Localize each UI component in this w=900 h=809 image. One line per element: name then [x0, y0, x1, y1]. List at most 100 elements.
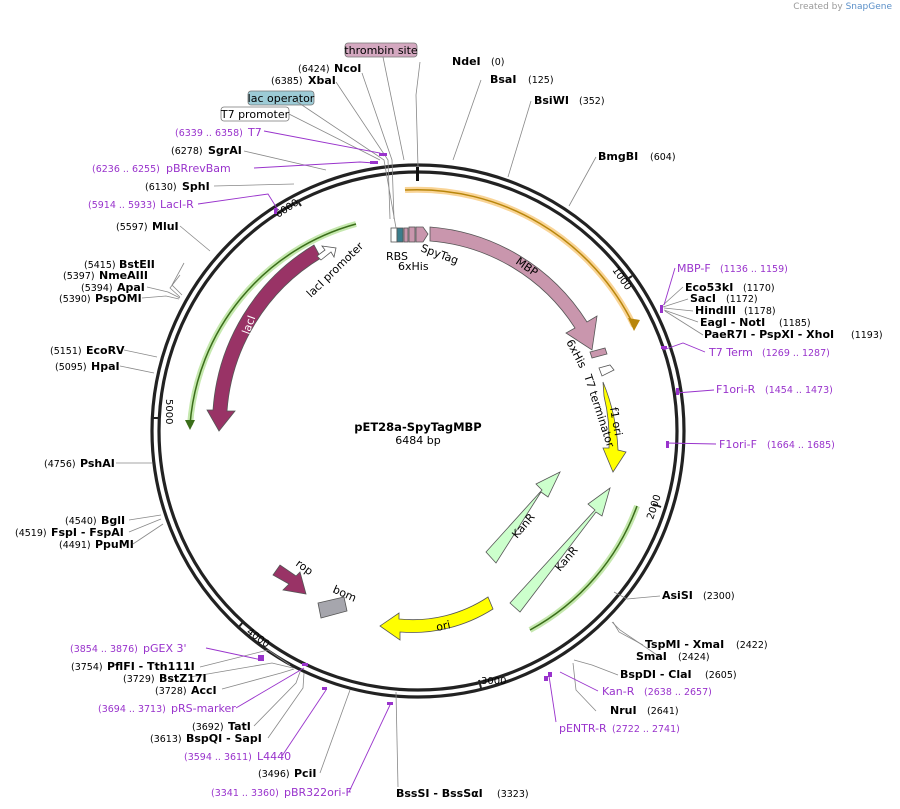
feature-label-6xhis: 6xHis: [398, 260, 429, 273]
t7-promoter-label: T7 promoter: [220, 108, 290, 121]
enzyme-name: ApaI: [117, 281, 145, 294]
primer-name: L4440: [257, 750, 291, 763]
enzyme-name: PshAI: [80, 457, 115, 470]
primer-labels-left: (6339 .. 6358) T7 (6236 .. 6255) pBRrevB…: [70, 126, 352, 799]
lac-operator-label: lac operator: [248, 92, 315, 105]
enzyme-name: NruI: [610, 704, 637, 717]
enzyme-name: EagI - NotI: [700, 316, 765, 329]
enzyme-pos: (4491): [59, 540, 91, 551]
enzyme-pos: (3613): [150, 734, 182, 745]
primer-name: MBP-F: [677, 262, 711, 275]
tick-label-4000: 4000: [244, 627, 271, 651]
primer-name: Kan-R: [602, 685, 635, 698]
enzyme-name: SgrAI: [208, 144, 242, 157]
enzyme-pos: (3729): [123, 674, 155, 685]
enzyme-leader-lines: [116, 56, 704, 788]
enzyme-name: PflFI - Tth111I: [107, 660, 195, 673]
enzyme-pos: (6130): [145, 182, 177, 193]
orf-arc-mbp-line: [404, 188, 635, 327]
primer-name: F1ori-R: [716, 383, 756, 396]
feature-laci-arrow: [206, 244, 322, 432]
primer-name: F1ori-F: [719, 438, 757, 451]
enzyme-name: HindIII: [695, 304, 736, 317]
feature-rbs-box: [390, 227, 398, 243]
enzyme-pos: (4519): [15, 528, 47, 539]
enzyme-name: BsiWI: [534, 94, 569, 107]
enzyme-name: NdeI: [452, 55, 481, 68]
enzyme-pos: (5095): [55, 362, 87, 373]
feature-bom-box: [317, 596, 348, 619]
primer-range: (3694 .. 3713): [98, 704, 166, 715]
enzyme-pos: (5415): [84, 260, 116, 271]
primer-range: (2722 .. 2741): [612, 724, 680, 735]
enzyme-pos: (2300): [703, 591, 735, 602]
orf-arc-laci-line: [189, 223, 357, 426]
enzyme-name: FspI - FspAI: [51, 526, 124, 539]
lac-operator-box: [247, 90, 315, 106]
enzyme-pos: (3496): [258, 769, 290, 780]
primer-name: T7 Term: [708, 346, 753, 359]
tick-label-3000: 3000: [481, 676, 506, 687]
feature-label-ori: ori: [435, 618, 452, 634]
enzyme-name: BstEII: [119, 258, 155, 271]
enzyme-name: BspQI - SapI: [186, 732, 262, 745]
enzyme-pos: (1185): [779, 318, 811, 329]
enzyme-pos: (2605): [705, 670, 737, 681]
orf-arc-laci-head: [185, 420, 195, 430]
enzyme-pos: (6424): [298, 64, 330, 75]
primer-range: (6236 .. 6255): [92, 164, 160, 175]
primer-name: pRS-marker: [171, 702, 236, 715]
enzyme-name: SmaI: [636, 650, 667, 663]
enzyme-name: SacI: [690, 292, 716, 305]
enzyme-name: BglI: [101, 514, 125, 527]
enzyme-name: PciI: [294, 767, 316, 780]
enzyme-pos: (1170): [743, 283, 775, 294]
enzyme-pos: (5151): [50, 346, 82, 357]
enzyme-labels-left: (6424) NcoI (6385) XbaI (6278) SgrAI (61…: [15, 62, 361, 780]
enzyme-pos: (1193): [851, 330, 883, 341]
enzyme-name: Eco53kI: [685, 281, 733, 294]
feature-ori-arrow: [379, 596, 494, 641]
enzyme-name: NmeAIII: [99, 269, 148, 282]
enzyme-name: BstZ17I: [159, 672, 207, 685]
primer-name: pENTR-R: [559, 722, 607, 735]
thrombin-site-box: [344, 42, 418, 58]
feature-label-laci: lacI: [240, 314, 259, 336]
feature-lacop-box: [396, 227, 404, 243]
enzyme-pos: (3692): [192, 722, 224, 733]
enzyme-pos: (1172): [726, 294, 758, 305]
enzyme-pos: (4756): [44, 459, 76, 470]
orf-arc-kan-line: [529, 505, 638, 631]
feature-label-rbs: RBS: [386, 250, 408, 263]
primer-range: (1269 .. 1287): [762, 348, 830, 359]
feature-laci-promoter-arrow: [316, 245, 337, 261]
enzyme-pos: (3754): [71, 662, 103, 673]
enzyme-pos: (2422): [736, 640, 768, 651]
enzyme-name: TspMI - XmaI: [645, 638, 724, 651]
enzyme-pos: (1178): [744, 306, 776, 317]
enzyme-name: PaeR7I - PspXI - XhoI: [704, 328, 834, 341]
enzyme-name: HpaI: [91, 360, 120, 373]
feature-kanr-arrow-1: [485, 471, 561, 564]
enzyme-pos: (125): [528, 75, 554, 86]
primer-marks: [258, 153, 679, 705]
feature-kanr-arrow-2: [509, 486, 611, 613]
orf-arc-mbp-head: [628, 318, 640, 331]
enzyme-name: BspDI - ClaI: [620, 668, 692, 681]
primer-range: (3341 .. 3360): [211, 788, 279, 799]
primer-name: pGEX 3': [143, 642, 187, 655]
primer-name: LacI-R: [160, 198, 194, 211]
tick-label-5000: 5000: [163, 399, 174, 424]
feature-label-f1ori: f1 ori: [607, 406, 625, 437]
plasmid-size: 6484 bp: [395, 434, 440, 447]
feature-rop-arrow: [272, 564, 307, 595]
origin-marker: [416, 167, 419, 181]
primer-range: (1136 .. 1159): [720, 264, 788, 275]
primer-range: (3594 .. 3611): [184, 752, 252, 763]
enzyme-pos: (5597): [116, 222, 148, 233]
credit-brand: SnapGene: [845, 2, 892, 12]
enzyme-name: SphI: [182, 180, 210, 193]
enzyme-pos: (6278): [171, 146, 203, 157]
enzyme-pos: (6385): [271, 76, 303, 87]
